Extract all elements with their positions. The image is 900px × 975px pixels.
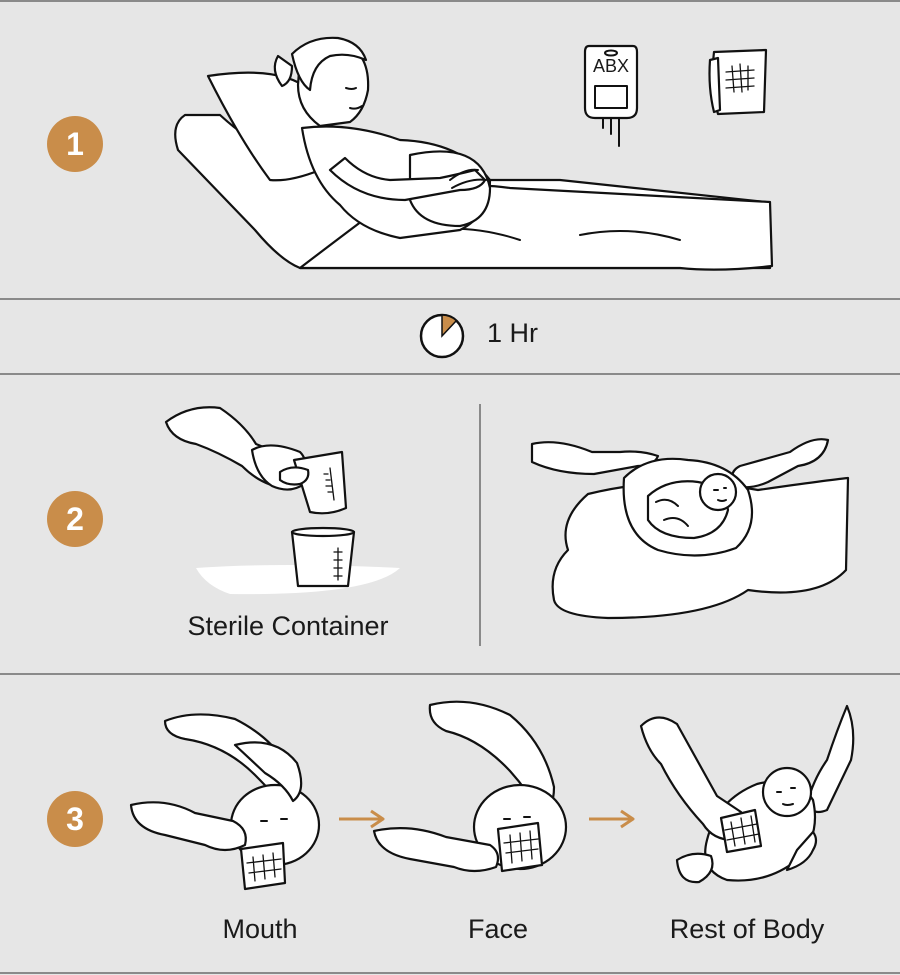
divider-after-step2: [0, 673, 900, 675]
divider-after-step1: [0, 298, 900, 300]
iv-bag-label: ABX: [592, 56, 630, 76]
sterile-container-label: Sterile Container: [187, 611, 389, 641]
step-2-badge: 2: [47, 491, 103, 547]
step3-label-face: Face: [467, 914, 529, 944]
step-3-badge: 3: [47, 791, 103, 847]
step3-label-rest-of-body: Rest of Body: [669, 914, 825, 944]
step2-vertical-divider: [479, 404, 481, 646]
divider-after-timer: [0, 373, 900, 375]
gauze-pad-icon: [708, 48, 768, 116]
timer-duration: 1 Hr: [487, 318, 539, 348]
sterile-container-illustration: [164, 406, 400, 595]
baby-delivery-illustration: [530, 438, 850, 620]
wipe-face-illustration: [372, 700, 568, 873]
top-rule: [0, 0, 900, 2]
mother-in-bed-illustration: [174, 36, 774, 271]
arrow-right-icon: [339, 809, 385, 829]
wipe-body-illustration: [639, 704, 855, 884]
step-1-badge: 1: [47, 116, 103, 172]
arrow-right-icon: [589, 809, 635, 829]
iv-bag-icon: [583, 44, 639, 147]
clock-icon: [419, 313, 465, 359]
step3-label-mouth: Mouth: [222, 914, 298, 944]
wipe-mouth-illustration: [129, 713, 321, 891]
bottom-rule: [0, 972, 900, 974]
